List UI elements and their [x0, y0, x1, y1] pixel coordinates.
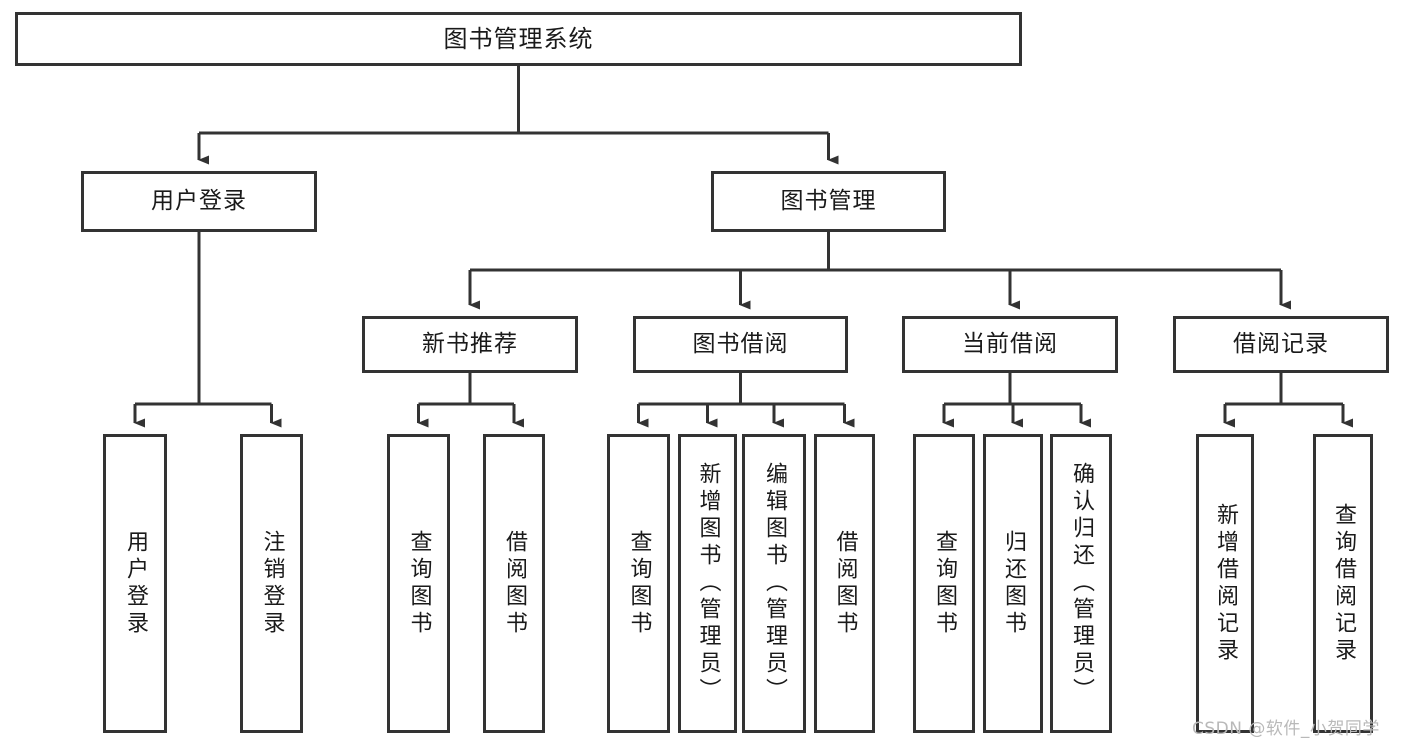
leaf-add-borrow-record-label: 新增借阅记录: [1213, 502, 1238, 665]
leaf-add-book-admin[interactable]: 新增图书（管理员）: [678, 434, 737, 733]
leaf-query-borrow-record[interactable]: 查询借阅记录: [1313, 434, 1373, 733]
node-current-borrow[interactable]: 当前借阅: [902, 316, 1118, 373]
leaf-borrow-book-recommend[interactable]: 借阅图书: [483, 434, 545, 733]
node-borrow-record-label: 借阅记录: [1233, 330, 1329, 357]
leaf-return-book[interactable]: 归还图书: [983, 434, 1043, 733]
node-root[interactable]: 图书管理系统: [15, 12, 1022, 66]
leaf-confirm-return-admin-label: 确认归还（管理员）: [1069, 462, 1094, 705]
leaf-borrow-book[interactable]: 借阅图书: [814, 434, 875, 733]
node-book-management-label: 图书管理: [780, 187, 877, 214]
node-user-login[interactable]: 用户登录: [81, 171, 317, 232]
node-book-borrow[interactable]: 图书借阅: [633, 316, 848, 373]
leaf-edit-book-admin[interactable]: 编辑图书（管理员）: [742, 434, 806, 733]
leaf-return-book-label: 归还图书: [1001, 529, 1026, 638]
leaf-query-book-recommend-label: 查询图书: [406, 529, 432, 638]
leaf-query-borrow-record-label: 查询借阅记录: [1331, 502, 1356, 665]
leaf-add-book-admin-label: 新增图书（管理员）: [695, 462, 721, 705]
node-new-book-recommend[interactable]: 新书推荐: [362, 316, 578, 373]
leaf-query-book-borrow[interactable]: 查询图书: [607, 434, 670, 733]
node-current-borrow-label: 当前借阅: [962, 330, 1058, 357]
node-user-login-label: 用户登录: [151, 187, 247, 214]
leaf-logout[interactable]: 注销登录: [240, 434, 303, 733]
leaf-query-book-recommend[interactable]: 查询图书: [387, 434, 450, 733]
leaf-user-login[interactable]: 用户登录: [103, 434, 167, 733]
leaf-add-borrow-record[interactable]: 新增借阅记录: [1196, 434, 1254, 733]
leaf-query-book-current[interactable]: 查询图书: [913, 434, 975, 733]
leaf-query-book-current-label: 查询图书: [932, 529, 957, 638]
leaf-query-book-borrow-label: 查询图书: [626, 529, 652, 638]
leaf-borrow-book-label: 借阅图书: [832, 529, 858, 638]
node-new-book-recommend-label: 新书推荐: [422, 330, 518, 357]
leaf-user-login-label: 用户登录: [123, 529, 148, 638]
leaf-logout-label: 注销登录: [259, 529, 285, 638]
node-book-management[interactable]: 图书管理: [711, 171, 946, 232]
node-root-label: 图书管理系统: [443, 24, 594, 53]
leaf-confirm-return-admin[interactable]: 确认归还（管理员）: [1050, 434, 1112, 733]
leaf-borrow-book-recommend-label: 借阅图书: [502, 529, 527, 638]
leaf-edit-book-admin-label: 编辑图书（管理员）: [762, 462, 787, 705]
node-borrow-record[interactable]: 借阅记录: [1173, 316, 1389, 373]
node-book-borrow-label: 图书借阅: [692, 330, 789, 357]
